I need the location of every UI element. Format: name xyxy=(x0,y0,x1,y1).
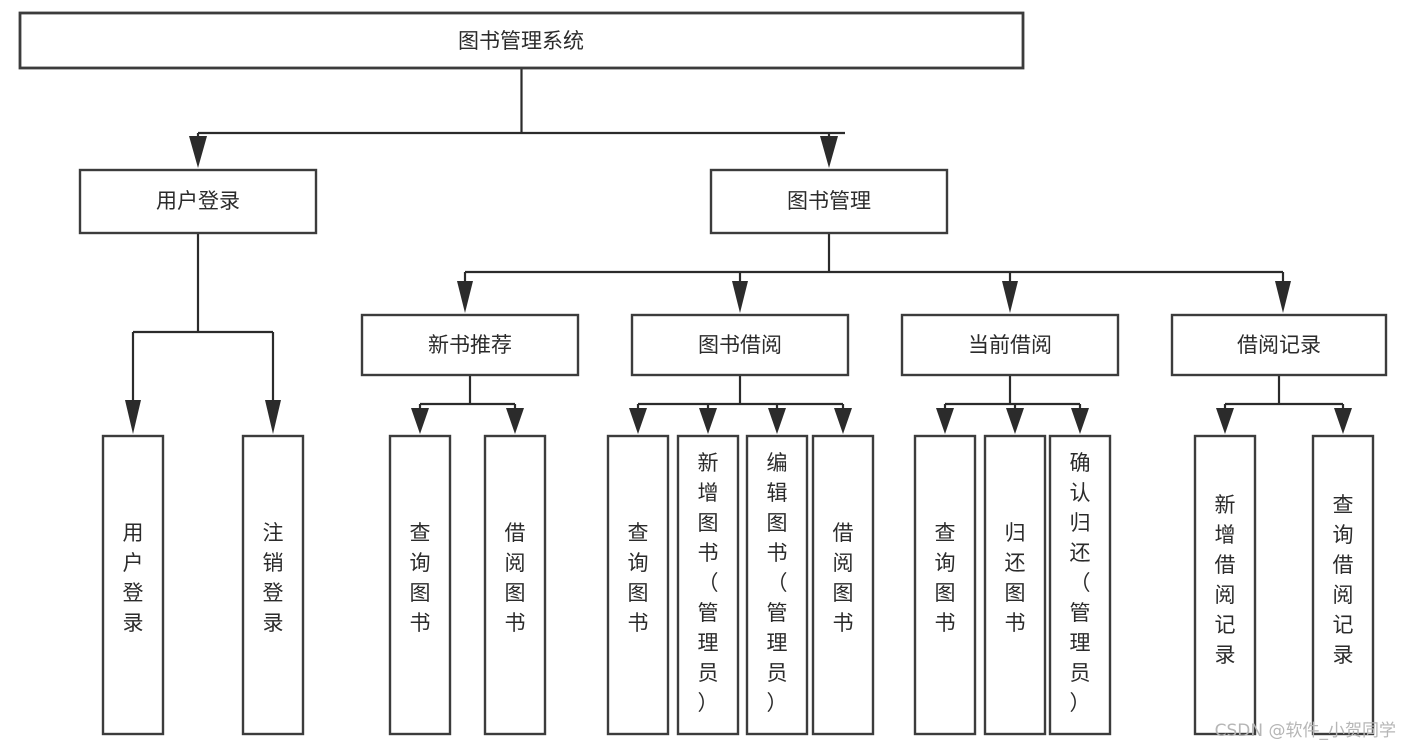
node-leaf-add-record[interactable]: 新增借阅记录 xyxy=(1193,434,1257,736)
arrowhead-leaf-return-book xyxy=(1006,408,1024,434)
node-leaf-edit-book-box[interactable] xyxy=(745,434,809,736)
node-new-book-rec[interactable]: 新书推荐 xyxy=(360,313,580,377)
node-leaf-query-book-3-box[interactable] xyxy=(913,434,977,736)
node-root-label: 图书管理系统 xyxy=(458,29,584,53)
node-leaf-user-login-label: 用户登录 xyxy=(123,521,144,635)
node-current-borrow[interactable]: 当前借阅 xyxy=(900,313,1120,377)
arrowhead-leaf-borrow-book-2 xyxy=(834,408,852,434)
node-borrow-record-box[interactable] xyxy=(1170,313,1388,377)
node-leaf-edit-book-label: 编辑图书（管理员） xyxy=(767,451,788,715)
arrowhead-book-manage xyxy=(820,136,838,168)
node-leaf-query-book-1-box[interactable] xyxy=(388,434,452,736)
node-leaf-user-login-box[interactable] xyxy=(101,434,165,736)
arrowhead-leaf-borrow-book-1 xyxy=(506,408,524,434)
connector-group-book-manage xyxy=(457,233,1291,313)
node-book-manage[interactable]: 图书管理 xyxy=(709,168,949,235)
node-book-borrow[interactable]: 图书借阅 xyxy=(630,313,850,377)
node-leaf-query-book-1[interactable]: 查询图书 xyxy=(388,434,452,736)
node-book-manage-label: 图书管理 xyxy=(787,189,871,213)
node-new-book-rec-box[interactable] xyxy=(360,313,580,377)
node-leaf-return-book-box[interactable] xyxy=(983,434,1047,736)
node-leaf-add-book-label: 新增图书（管理员） xyxy=(698,451,719,715)
arrowhead-leaf-edit-book xyxy=(768,408,786,434)
arrowhead-current-borrow xyxy=(1002,281,1018,313)
connector-group-root xyxy=(189,68,845,168)
arrowhead-leaf-query-book-1 xyxy=(411,408,429,434)
connector-group-new-book-rec xyxy=(411,375,524,434)
node-leaf-add-record-box[interactable] xyxy=(1193,434,1257,736)
node-leaf-confirm-return-box[interactable] xyxy=(1048,434,1112,736)
node-leaf-logout[interactable]: 注销登录 xyxy=(241,434,305,736)
node-user-login[interactable]: 用户登录 xyxy=(78,168,318,235)
node-leaf-borrow-book-2-label: 借阅图书 xyxy=(833,521,854,635)
node-leaf-query-record-box[interactable] xyxy=(1311,434,1375,736)
connector-group-current-borrow xyxy=(936,375,1089,434)
arrowhead-leaf-add-record xyxy=(1216,408,1234,434)
node-current-borrow-label: 当前借阅 xyxy=(968,333,1052,357)
arrowhead-leaf-query-record xyxy=(1334,408,1352,434)
node-leaf-return-book-label: 归还图书 xyxy=(1005,521,1026,635)
csdn-watermark: CSDN @软件_小贺同学 xyxy=(1215,721,1396,741)
node-leaf-query-book-2-label: 查询图书 xyxy=(628,521,649,635)
node-leaf-borrow-book-1-label: 借阅图书 xyxy=(505,521,526,635)
node-leaf-confirm-return-label: 确认归还（管理员） xyxy=(1070,451,1091,715)
connector-group-user-login xyxy=(125,233,281,434)
node-current-borrow-box[interactable] xyxy=(900,313,1120,377)
arrowhead-borrow-record xyxy=(1275,281,1291,313)
node-new-book-rec-label: 新书推荐 xyxy=(428,333,512,357)
node-leaf-add-book-box[interactable] xyxy=(676,434,740,736)
arrowhead-leaf-add-book xyxy=(699,408,717,434)
node-leaf-borrow-book-1-box[interactable] xyxy=(483,434,547,736)
node-leaf-query-record[interactable]: 查询借阅记录 xyxy=(1311,434,1375,736)
node-book-borrow-label: 图书借阅 xyxy=(698,333,782,357)
arrowhead-leaf-query-book-3 xyxy=(936,408,954,434)
node-leaf-query-record-label: 查询借阅记录 xyxy=(1333,493,1354,667)
arrowhead-leaf-query-book-2 xyxy=(629,408,647,434)
node-leaf-borrow-book-1[interactable]: 借阅图书 xyxy=(483,434,547,736)
node-book-manage-box[interactable] xyxy=(709,168,949,235)
node-borrow-record[interactable]: 借阅记录 xyxy=(1170,313,1388,377)
node-leaf-user-login[interactable]: 用户登录 xyxy=(101,434,165,736)
node-leaf-edit-book[interactable]: 编辑图书（管理员） xyxy=(745,434,809,736)
arrowhead-leaf-confirm-return xyxy=(1071,408,1089,434)
node-user-login-label: 用户登录 xyxy=(156,189,240,213)
connector-group-borrow-record xyxy=(1216,375,1352,434)
node-leaf-add-record-label: 新增借阅记录 xyxy=(1215,493,1236,667)
node-leaf-borrow-book-2-box[interactable] xyxy=(811,434,875,736)
node-borrow-record-label: 借阅记录 xyxy=(1237,333,1321,357)
node-leaf-query-book-3-label: 查询图书 xyxy=(935,521,956,635)
node-user-login-box[interactable] xyxy=(78,168,318,235)
node-leaf-return-book[interactable]: 归还图书 xyxy=(983,434,1047,736)
node-leaf-logout-box[interactable] xyxy=(241,434,305,736)
arrowhead-new-book-rec xyxy=(457,281,473,313)
arrowhead-book-borrow xyxy=(732,281,748,313)
node-leaf-query-book-2[interactable]: 查询图书 xyxy=(606,434,670,736)
connector-group-book-borrow xyxy=(629,375,852,434)
arrowhead-user-login xyxy=(189,136,207,168)
node-leaf-query-book-1-label: 查询图书 xyxy=(410,521,431,635)
node-leaf-borrow-book-2[interactable]: 借阅图书 xyxy=(811,434,875,736)
node-leaf-confirm-return[interactable]: 确认归还（管理员） xyxy=(1048,434,1112,736)
node-leaf-logout-label: 注销登录 xyxy=(263,521,284,635)
node-root[interactable]: 图书管理系统 xyxy=(18,11,1025,70)
node-leaf-add-book[interactable]: 新增图书（管理员） xyxy=(676,434,740,736)
node-leaf-query-book-3[interactable]: 查询图书 xyxy=(913,434,977,736)
arrowhead-leaf-user-login xyxy=(125,400,141,434)
node-leaf-query-book-2-box[interactable] xyxy=(606,434,670,736)
node-root-box[interactable] xyxy=(18,11,1025,70)
arrowhead-leaf-logout xyxy=(265,400,281,434)
node-book-borrow-box[interactable] xyxy=(630,313,850,377)
